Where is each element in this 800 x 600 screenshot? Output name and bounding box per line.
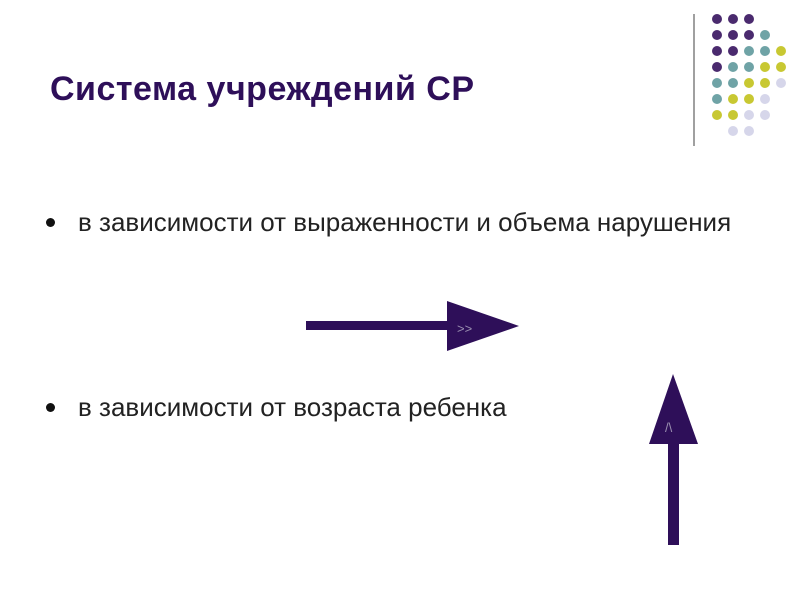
decor-dot — [712, 78, 722, 88]
bullet-text: в зависимости от выраженности и объема н… — [78, 207, 732, 237]
decor-dot — [744, 62, 754, 72]
decor-dot — [728, 46, 738, 56]
decor-dot — [744, 94, 754, 104]
decor-dot — [776, 78, 786, 88]
decor-dot — [712, 62, 722, 72]
decor-dot — [760, 94, 770, 104]
slide-title: Система учреждений СР — [50, 70, 475, 108]
decor-dot — [728, 62, 738, 72]
decor-dot — [744, 126, 754, 136]
decor-dot — [776, 46, 786, 56]
decor-dot — [744, 14, 754, 24]
decor-dot — [728, 126, 738, 136]
decor-dot — [760, 62, 770, 72]
decor-dot — [776, 62, 786, 72]
decor-dot — [744, 46, 754, 56]
decor-dot — [760, 110, 770, 120]
decor-dot — [760, 30, 770, 40]
decor-dot — [744, 30, 754, 40]
decor-dot — [760, 46, 770, 56]
decor-dot — [712, 94, 722, 104]
right-arrow: >> — [306, 301, 519, 351]
bullet-text: в зависимости от возраста ребенка — [78, 392, 507, 422]
decor-dot — [728, 78, 738, 88]
bullet-item: в зависимости от возраста ребенка — [44, 390, 507, 424]
decor-dot — [712, 14, 722, 24]
decor-dot — [712, 110, 722, 120]
decor-dot — [712, 46, 722, 56]
decor-dot — [744, 110, 754, 120]
decor-dot — [744, 78, 754, 88]
decor-dot — [728, 110, 738, 120]
bullet-marker — [46, 403, 55, 412]
decor-dot — [728, 94, 738, 104]
right-arrow-inner-text: >> — [457, 321, 472, 336]
decor-dot — [728, 14, 738, 24]
decor-dot — [760, 78, 770, 88]
decor-dot — [712, 30, 722, 40]
bullet-item: в зависимости от выраженности и объема н… — [44, 205, 764, 239]
up-arrow: /\ — [649, 374, 698, 545]
bullet-marker — [46, 218, 55, 227]
bullet-list: в зависимости от выраженности и объема н… — [44, 205, 764, 422]
decorative-divider-line — [693, 14, 695, 146]
up-arrow-inner-text: /\ — [665, 420, 673, 435]
decor-dot — [728, 30, 738, 40]
